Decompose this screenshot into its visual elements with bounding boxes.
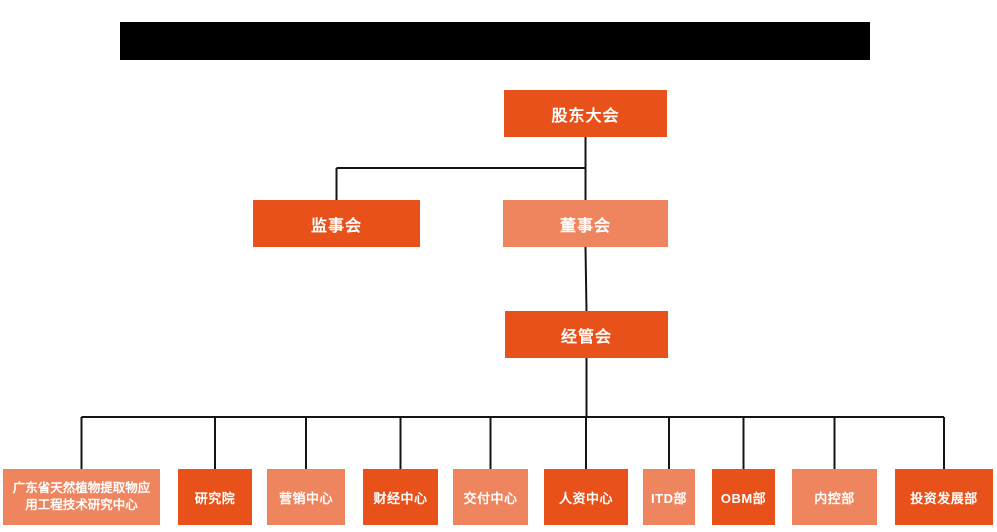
org-node-marketing-center: 营销中心: [267, 469, 345, 525]
org-node-supervisory-board: 监事会: [253, 200, 420, 247]
org-node-label: 董事会: [559, 217, 611, 235]
org-node-label: ITD部: [651, 490, 687, 506]
org-node-label: 投资发展部: [910, 490, 978, 506]
org-node-label: 研究院: [194, 490, 236, 506]
org-node-board-of-directors: 董事会: [503, 200, 668, 247]
org-node-label: 营销中心: [278, 490, 333, 506]
redacted-title-bar: [120, 22, 870, 60]
org-node-investment-development-dept: 投资发展部: [895, 469, 993, 525]
org-node-label: OBM部: [720, 490, 767, 506]
org-node-label: 经管会: [560, 328, 612, 346]
org-node-label: 人资中心: [558, 490, 613, 506]
org-node-label: 股东大会: [551, 107, 620, 125]
org-node-label: 财经中心: [373, 490, 428, 506]
org-node-delivery-center: 交付中心: [453, 469, 528, 525]
org-node-label: 监事会: [310, 217, 362, 235]
org-node-label: 交付中心: [463, 490, 518, 506]
org-node-shareholders-meeting: 股东大会: [504, 90, 667, 137]
org-node-hr-center: 人资中心: [544, 469, 628, 525]
org-node-management-committee: 经管会: [505, 311, 668, 358]
org-node-label: 内控部: [814, 490, 855, 506]
org-node-itd-dept: ITD部: [643, 469, 695, 525]
org-node-guangdong-research-center: 广东省天然植物提取物应用工程技术研究中心: [3, 469, 160, 525]
org-node-obm-dept: OBM部: [712, 469, 775, 525]
org-node-research-institute: 研究院: [178, 469, 252, 525]
org-node-label: 广东省天然植物提取物应用工程技术研究中心: [12, 481, 151, 512]
org-node-finance-center: 财经中心: [363, 469, 438, 525]
org-node-internal-control-dept: 内控部: [792, 469, 877, 525]
